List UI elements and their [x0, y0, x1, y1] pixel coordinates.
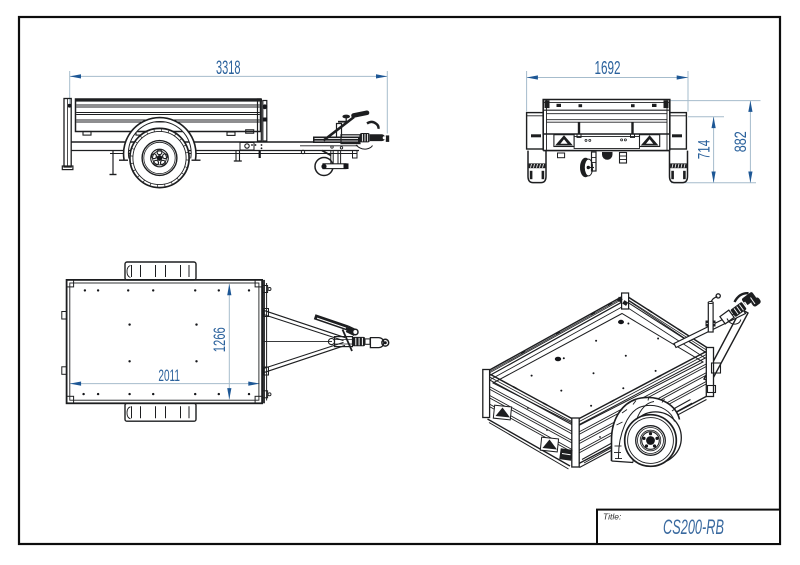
svg-text:2011: 2011	[158, 367, 180, 385]
svg-text:1692: 1692	[595, 58, 621, 78]
svg-text:882: 882	[731, 131, 750, 152]
svg-text:714: 714	[694, 140, 713, 160]
svg-text:1266: 1266	[211, 327, 229, 352]
svg-text:3318: 3318	[216, 57, 241, 79]
svg-text:CS200-RB: CS200-RB	[663, 516, 724, 539]
svg-text:Title:: Title:	[603, 512, 622, 522]
